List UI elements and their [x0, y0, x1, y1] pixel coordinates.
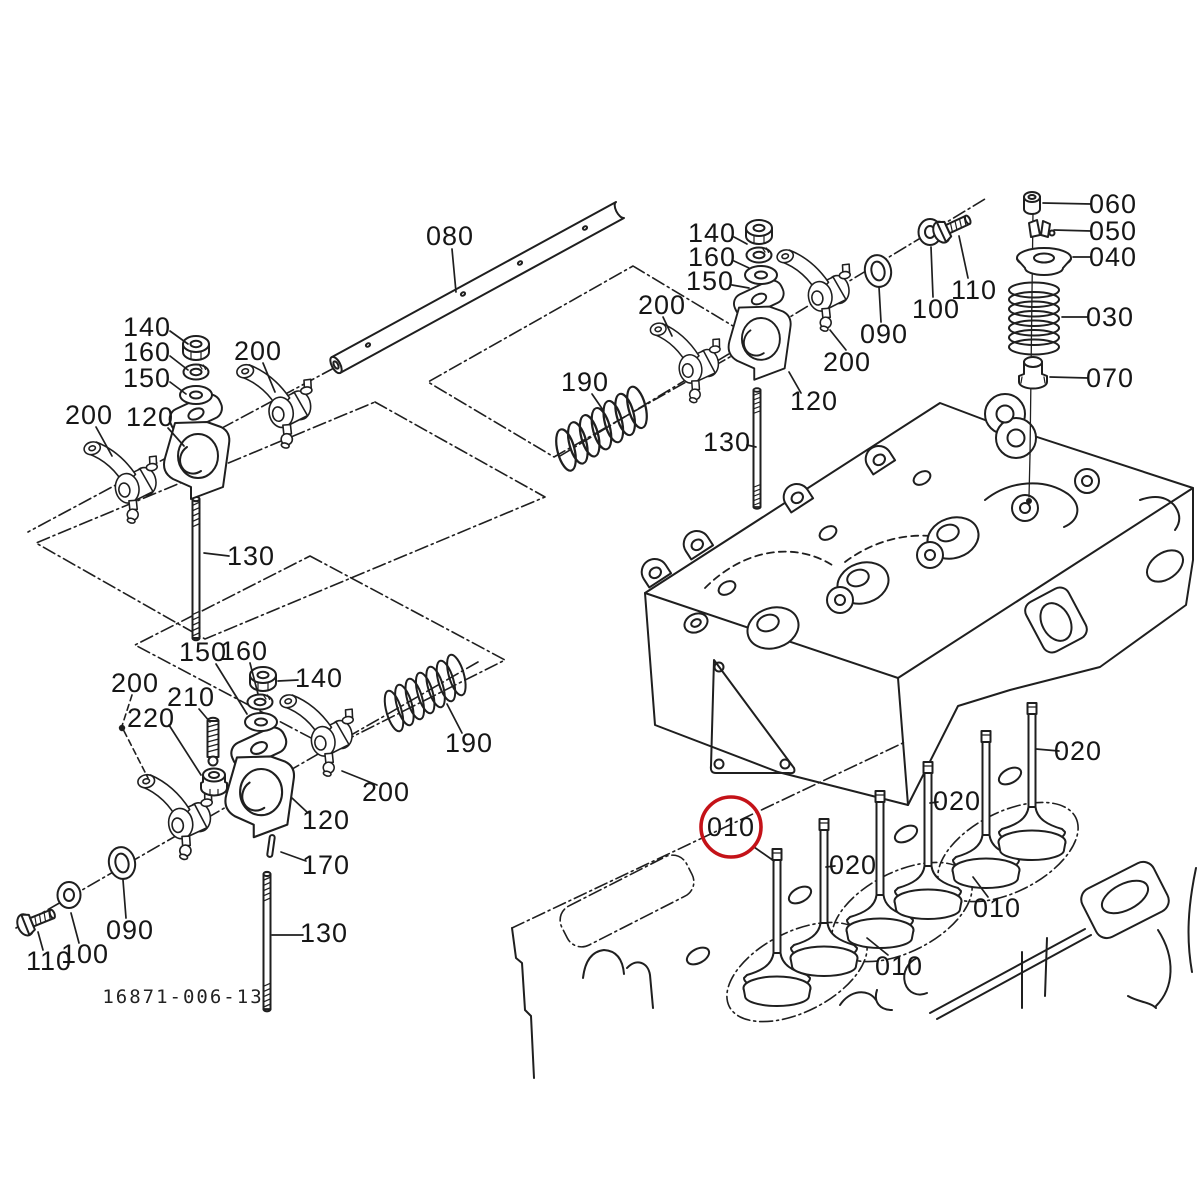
rocker-shaft: [329, 201, 625, 375]
callout-tl-150: 150: [123, 363, 171, 393]
callout-tl-160: 160: [123, 337, 171, 367]
stud-130: [262, 870, 272, 1013]
callout-tl-200-lower: 200: [65, 400, 113, 430]
cylinder-head-body: [644, 402, 1194, 806]
seal-ring-090: [860, 251, 896, 291]
callout-bl-220: 220: [127, 703, 175, 733]
rocker-group-topleft: [66, 335, 323, 642]
nut-140: [745, 219, 773, 245]
valve-cap-060: [1023, 191, 1041, 215]
callout-vs-050: 050: [1089, 216, 1137, 246]
lock-washer-160: [745, 246, 773, 264]
washer-100: [56, 881, 82, 909]
cylinder-head: [635, 393, 1194, 806]
callout-vs-040: 040: [1089, 242, 1137, 272]
callout-bl-100: 100: [61, 939, 109, 969]
stem-seal-070: [1018, 356, 1048, 390]
callout-mid-200-left: 200: [638, 290, 686, 320]
callout-br-020-top: 020: [829, 850, 877, 880]
callout-vs-030: 030: [1086, 302, 1134, 332]
drawing-number: 16871-006-13: [102, 986, 263, 1008]
callout-mid-090: 090: [860, 319, 908, 349]
callout-bl-160: 160: [220, 636, 268, 666]
callout-br-010-mid: 010: [875, 951, 923, 981]
callout-br-010-circled: 010: [707, 812, 755, 842]
valve-spring-030: [1008, 281, 1060, 356]
projection-plane-middle: [427, 265, 759, 458]
callout-bl-170: 170: [302, 850, 350, 880]
callout-mid-120: 120: [790, 386, 838, 416]
bolt-110: [929, 207, 976, 247]
callout-bl-090: 090: [106, 915, 154, 945]
washer-150: [244, 712, 278, 732]
callout-vs-070: 070: [1086, 363, 1134, 393]
callout-vs-060: 060: [1089, 189, 1137, 219]
valve-exhaust-3: [997, 702, 1067, 861]
rocker-holder-120: [224, 722, 296, 839]
washer-150: [744, 265, 778, 285]
callout-tl-140: 140: [123, 312, 171, 342]
callout-mid-100: 100: [912, 294, 960, 324]
stud-130: [752, 387, 762, 510]
nut-140: [182, 335, 210, 361]
callout-bl-140: 140: [295, 663, 343, 693]
highlight-circle: [699, 795, 763, 859]
side-cover-face: [709, 659, 796, 775]
engine-block: [511, 741, 1197, 1079]
callout-mid-160: 160: [688, 242, 736, 272]
callout-tl-200-upper: 200: [234, 336, 282, 366]
adjusting-screw-210: [206, 716, 220, 767]
stud-130: [191, 495, 201, 642]
washer-150: [179, 385, 213, 405]
callout-bl-120: 120: [302, 805, 350, 835]
callout-bl-210: 210: [167, 682, 215, 712]
callout-mid-140: 140: [688, 218, 736, 248]
callout-mid-200-right: 200: [823, 347, 871, 377]
projection-plane-topleft: [35, 401, 546, 640]
callout-tl-130: 130: [227, 541, 275, 571]
rocker-arm-200: [631, 317, 731, 409]
callout-shaft-080: 080: [426, 221, 474, 251]
valve-ports: [826, 468, 1100, 614]
callout-tl-120: 120: [126, 402, 174, 432]
callout-br-020-mid: 020: [933, 786, 981, 816]
valve-component-stack: [1008, 191, 1072, 504]
seal-ring-090: [104, 843, 140, 883]
callout-mid-150: 150: [686, 266, 734, 296]
callout-br-020-right: 020: [1054, 736, 1102, 766]
callouts: 140 160 150 200 200 120 130 080 140 160 …: [26, 189, 1137, 1008]
exhaust-ports: [1024, 495, 1185, 654]
callout-mid-130: 130: [703, 427, 751, 457]
callout-mid-110: 110: [951, 275, 997, 305]
callout-mid-190: 190: [561, 367, 609, 397]
lock-washer-160: [182, 363, 210, 381]
block-opening: [559, 854, 695, 948]
callout-bl-190: 190: [445, 728, 493, 758]
valve-guide-boss: [984, 393, 1037, 459]
pin-170: [265, 833, 277, 859]
lock-nut-220: [200, 767, 228, 797]
callout-bl-110: 110: [26, 946, 72, 976]
callout-br-010-right: 010: [973, 893, 1021, 923]
callout-bl-200: 200: [111, 668, 159, 698]
valve-collets-050: [1028, 219, 1056, 238]
rocker-arm-200: [218, 358, 323, 454]
valve-spring-bottomleft: [371, 648, 480, 738]
callout-bl-150: 150: [179, 637, 227, 667]
lock-washer-160: [246, 693, 274, 711]
callout-bl-130: 130: [300, 918, 348, 948]
valve-exhaust-1: [789, 818, 859, 977]
rocker-holder-120: [727, 276, 792, 381]
callout-bl-200-right: 200: [362, 777, 410, 807]
spring-retainer-040: [1016, 247, 1072, 276]
rocker-arm-200: [66, 435, 168, 529]
